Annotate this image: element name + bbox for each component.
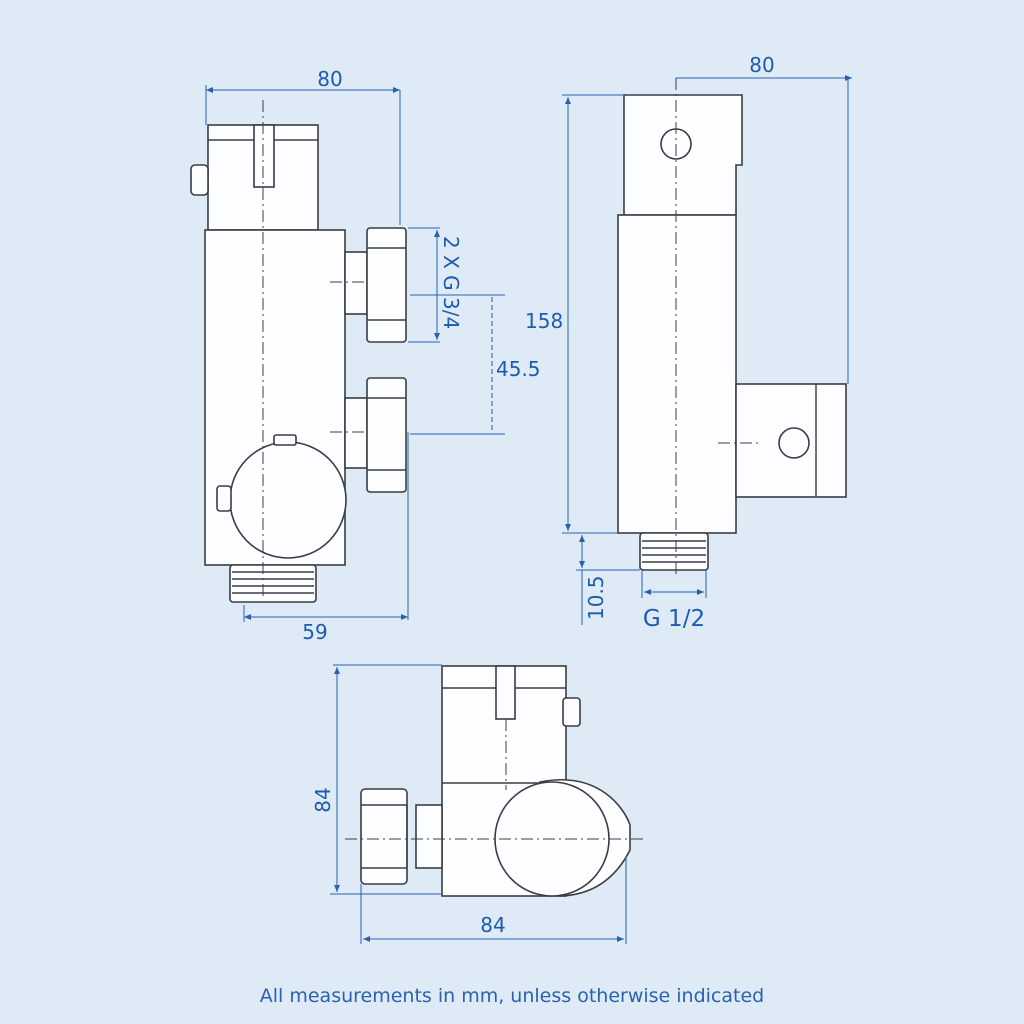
- thread-length-label: 10.5: [584, 575, 608, 620]
- top-dimensions: 84 84: [311, 664, 627, 944]
- front-width-label: 80: [317, 67, 342, 91]
- outlet-offset-label: 59: [302, 620, 327, 644]
- top-width-label: 84: [480, 913, 505, 937]
- top-view: [345, 665, 646, 897]
- side-height-label: 158: [525, 309, 563, 333]
- front-view: [190, 100, 407, 603]
- measurement-note: All measurements in mm, unless otherwise…: [259, 985, 765, 1007]
- top-height-label: 84: [311, 787, 335, 812]
- inlet-spacing-label: 45.5: [496, 357, 541, 381]
- inlet-thread-label: 2 X G 3/4: [439, 236, 463, 329]
- outlet-thread-label: G 1/2: [643, 606, 705, 632]
- front-dimensions: 80 2 X G 3/4 45.5 59: [205, 67, 541, 644]
- side-view: [617, 78, 847, 575]
- side-dimensions: 80 158 10.5 G 1/2: [525, 53, 852, 632]
- side-width-label: 80: [749, 53, 774, 77]
